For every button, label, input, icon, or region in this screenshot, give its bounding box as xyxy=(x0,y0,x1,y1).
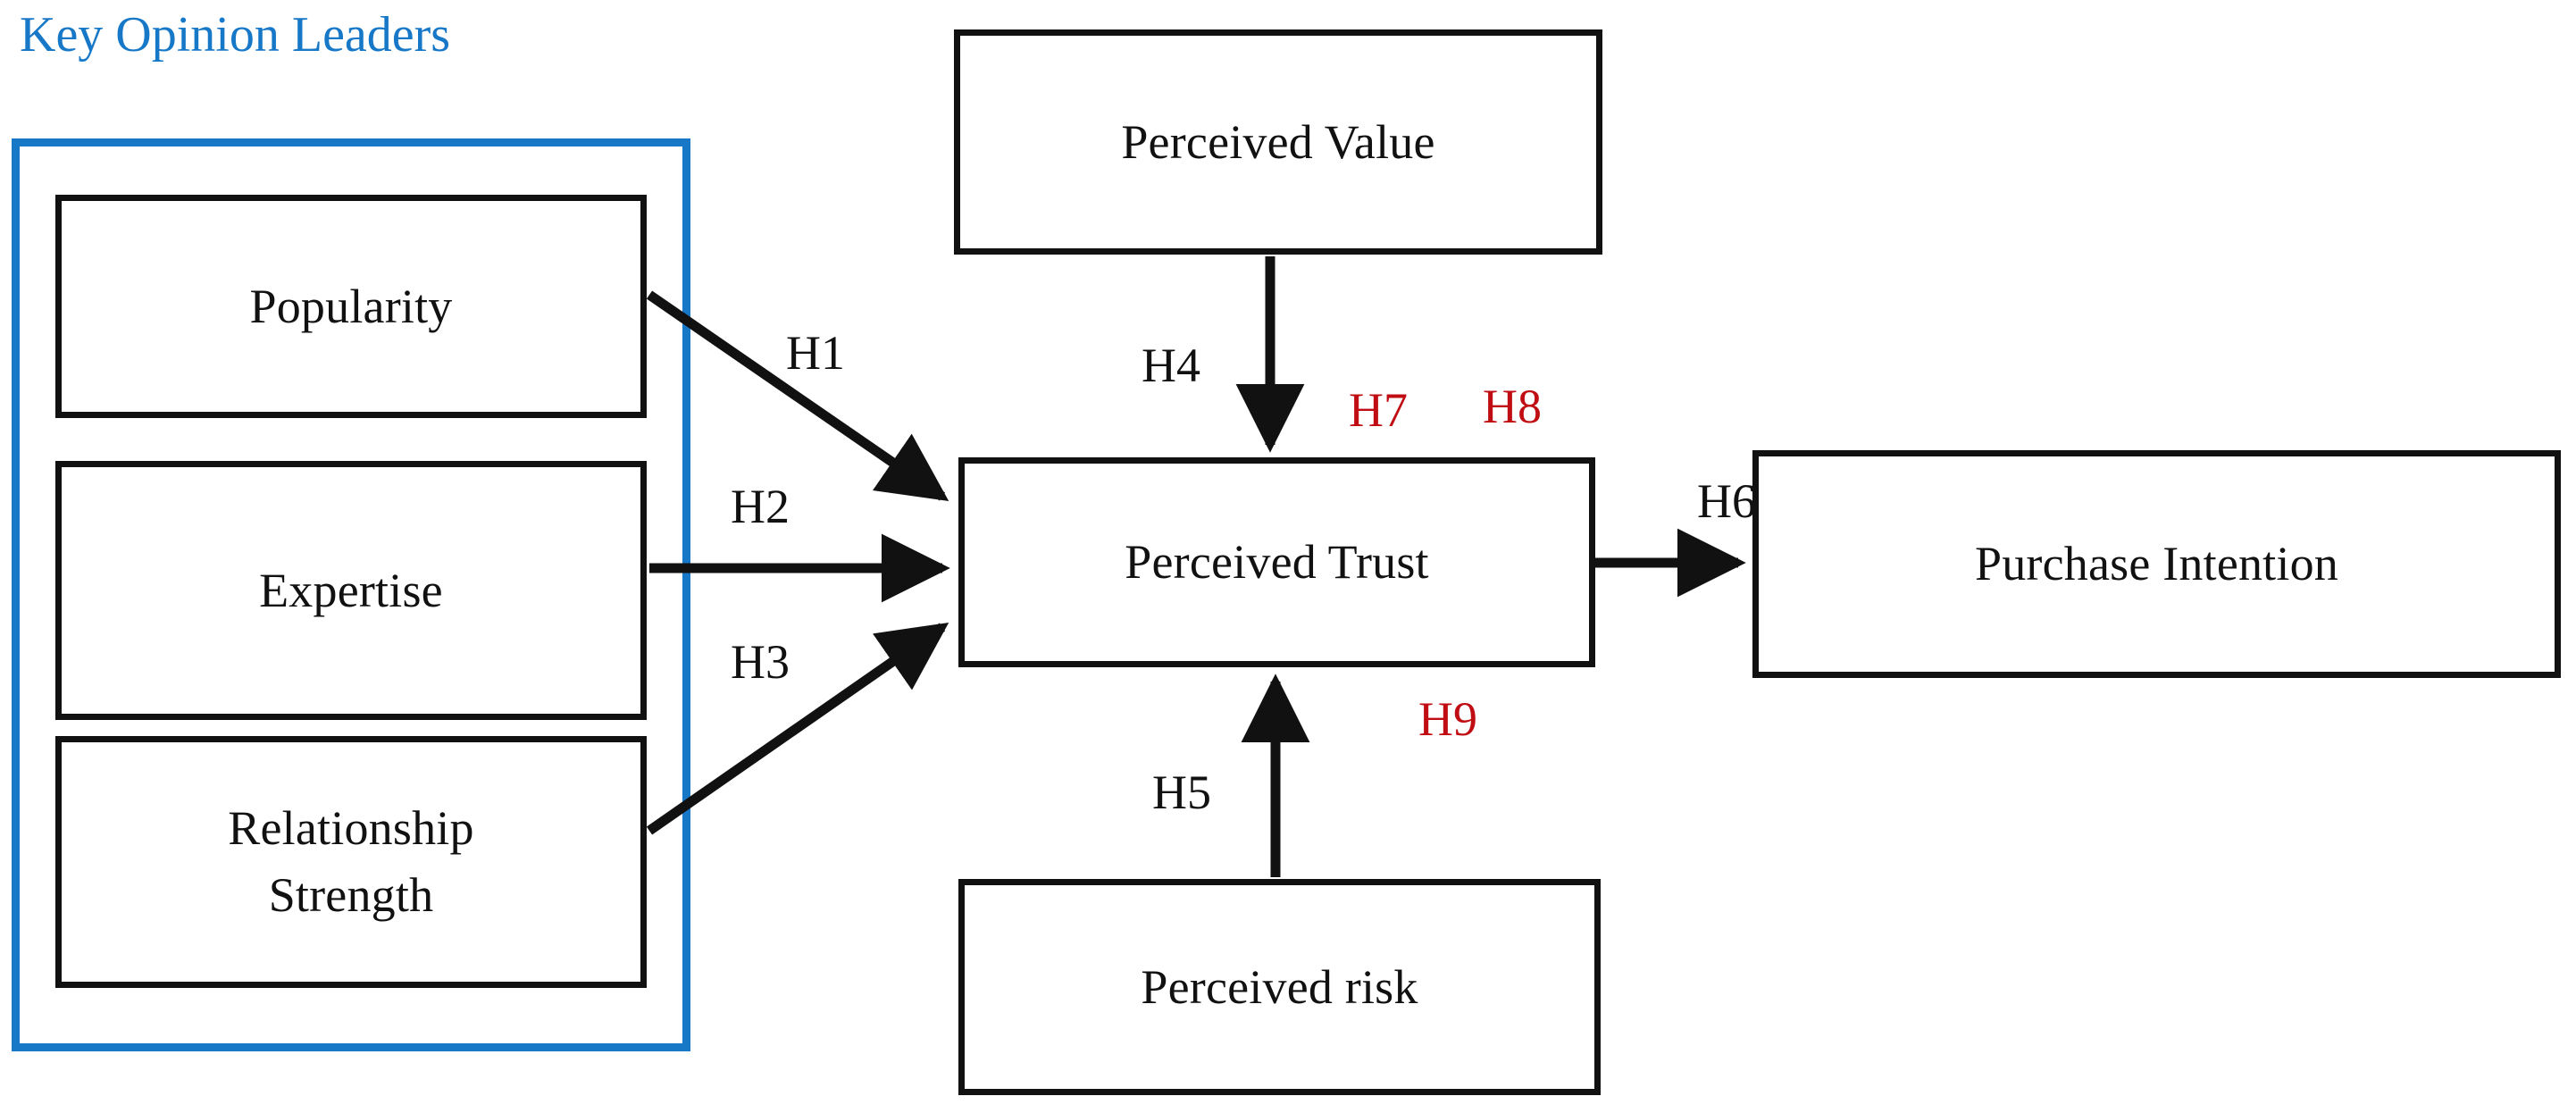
edge-h1-arrow xyxy=(646,290,949,501)
edge-label-h3: H3 xyxy=(731,635,790,689)
node-relationship-strength-line2: Strength xyxy=(268,868,434,922)
node-perceived-value[interactable]: Perceived Value xyxy=(954,29,1602,255)
edge-label-h9: H9 xyxy=(1418,692,1477,746)
edge-label-h7: H7 xyxy=(1349,383,1408,437)
group-title-key-opinion-leaders: Key Opinion Leaders xyxy=(20,7,451,63)
edge-label-h5: H5 xyxy=(1152,766,1211,819)
node-relationship-strength-line1: Relationship xyxy=(228,801,474,856)
node-relationship-strength[interactable]: Relationship Strength xyxy=(55,736,647,988)
node-expertise-label: Expertise xyxy=(259,563,443,617)
edge-label-h4: H4 xyxy=(1142,339,1200,392)
node-purchase-intention-label: Purchase Intention xyxy=(1975,537,2338,591)
node-purchase-intention[interactable]: Purchase Intention xyxy=(1752,450,2561,678)
node-perceived-value-label: Perceived Value xyxy=(1121,114,1435,169)
node-perceived-trust-label: Perceived Trust xyxy=(1125,535,1429,590)
node-perceived-risk-label: Perceived risk xyxy=(1141,959,1418,1014)
node-relationship-strength-label: Relationship Strength xyxy=(219,795,482,928)
node-perceived-risk[interactable]: Perceived risk xyxy=(958,879,1601,1095)
edge-h3-arrow xyxy=(646,622,949,835)
node-perceived-trust[interactable]: Perceived Trust xyxy=(958,457,1595,667)
node-popularity[interactable]: Popularity xyxy=(55,195,647,418)
edge-label-h2: H2 xyxy=(731,480,790,533)
group-frame-key-opinion-leaders xyxy=(12,138,690,1051)
node-popularity-label: Popularity xyxy=(249,279,453,333)
edge-label-h8: H8 xyxy=(1483,380,1542,433)
edge-label-h6: H6 xyxy=(1697,474,1756,528)
node-expertise[interactable]: Expertise xyxy=(55,461,647,720)
edge-label-h1: H1 xyxy=(786,326,845,380)
